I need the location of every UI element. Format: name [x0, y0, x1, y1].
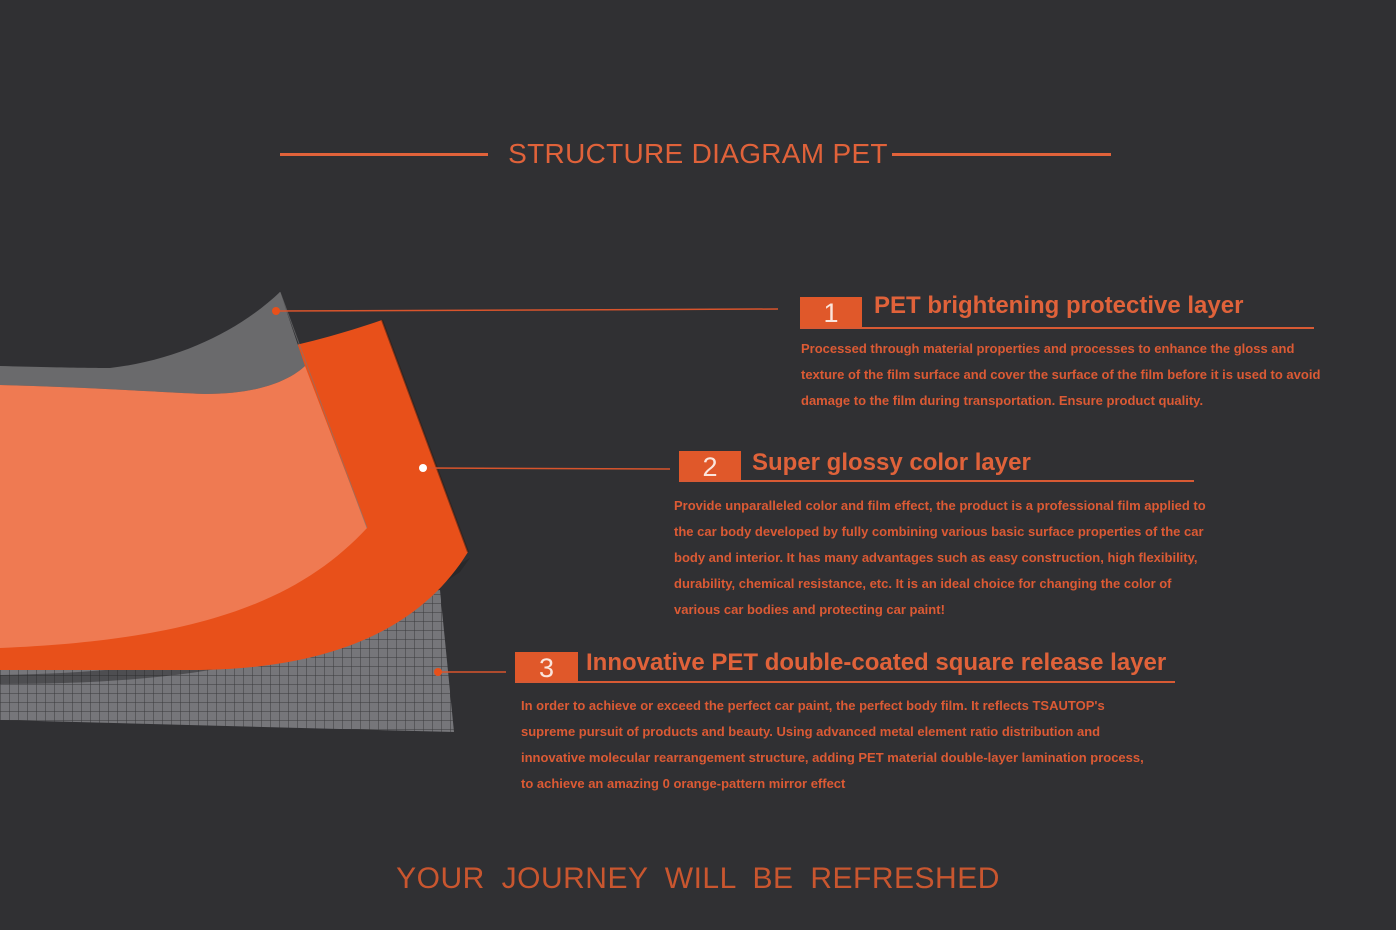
layer-underline: [515, 681, 1175, 683]
title-rule-left: [280, 153, 488, 156]
page-title: STRUCTURE DIAGRAM PET: [508, 138, 888, 169]
callout-dot-1: [272, 307, 280, 315]
callout-dot-2: [419, 464, 427, 472]
layer-heading: Innovative PET double-coated square rele…: [586, 649, 1167, 676]
layer-number-badge: 1: [800, 297, 862, 328]
layer-description: Processed through material properties an…: [801, 341, 1321, 408]
layer-description: In order to achieve or exceed the perfec…: [521, 698, 1144, 791]
layer-underline: [800, 327, 1314, 329]
layer-number-badge: 2: [679, 451, 741, 482]
layer-description: Provide unparalleled color and film effe…: [674, 498, 1206, 617]
footer-slogan: YOUR JOURNEY WILL BE REFRESHED: [396, 862, 1000, 895]
callout-dot-3: [434, 668, 442, 676]
protective-layer-shape: [0, 292, 305, 394]
callout-line-1: [275, 308, 779, 312]
title-rule-right: [892, 153, 1111, 156]
layer-heading: Super glossy color layer: [752, 449, 1031, 476]
layer-heading: PET brightening protective layer: [874, 292, 1244, 319]
layer-underline: [679, 480, 1194, 482]
layer-number-badge: 3: [515, 652, 578, 683]
callout-line-2: [422, 467, 671, 470]
